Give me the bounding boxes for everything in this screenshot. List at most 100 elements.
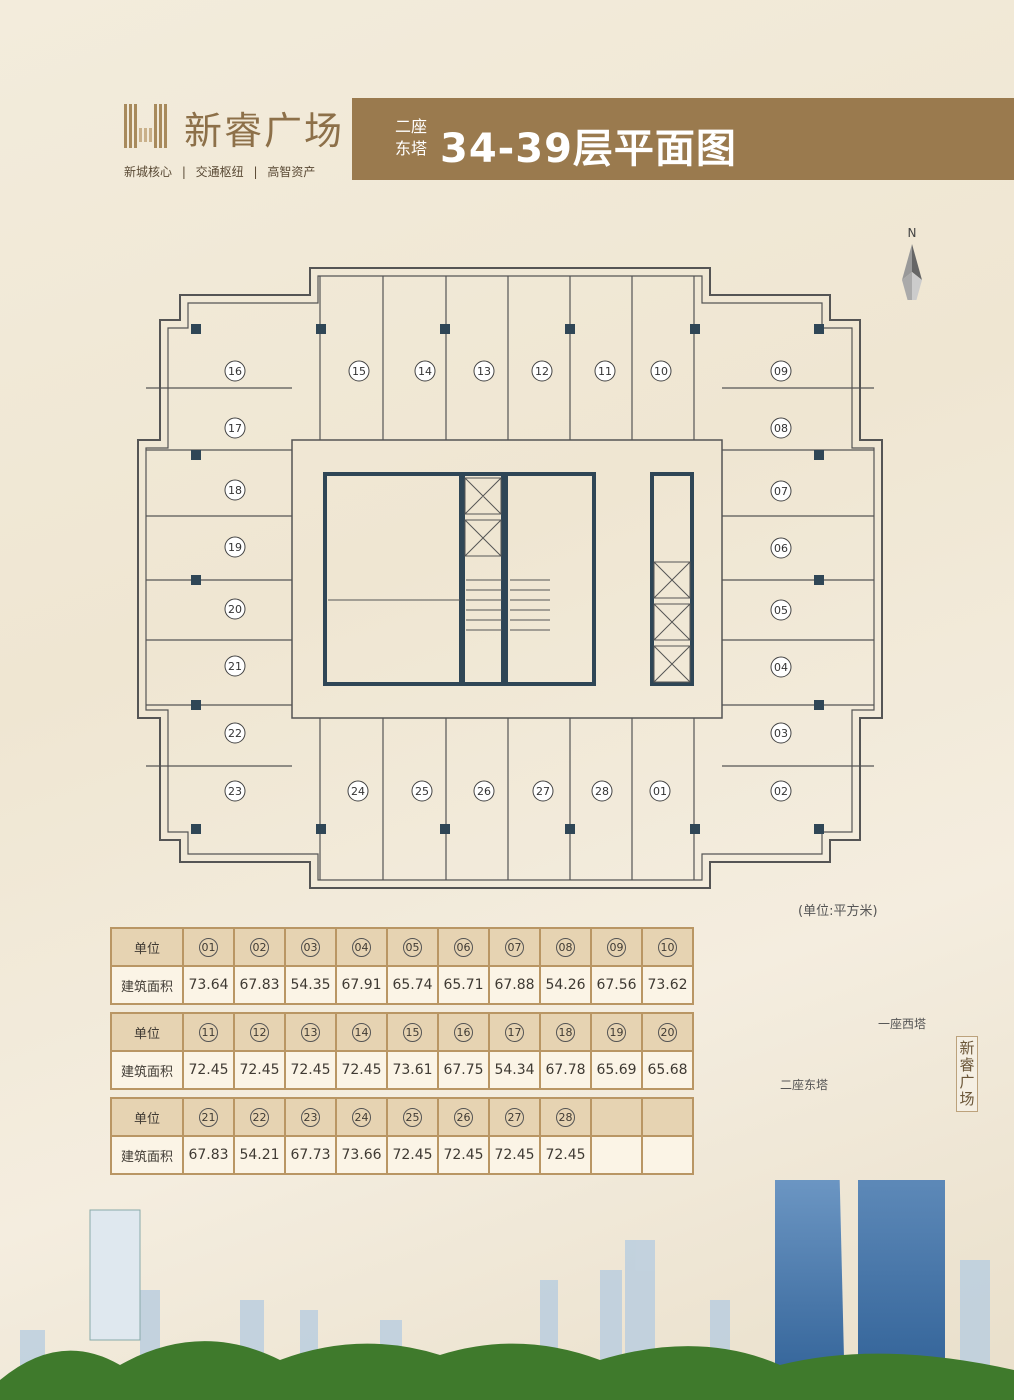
area-value: 72.45: [182, 1050, 235, 1090]
unit-note: (单位:平方米): [798, 904, 878, 919]
unit-number: 08: [556, 937, 575, 957]
unit-number: 21: [199, 1107, 218, 1127]
unit-number: 27: [505, 1107, 524, 1127]
unit-label: 06: [774, 542, 788, 555]
unit-label: 19: [228, 541, 242, 554]
area-value: 67.83: [182, 1135, 235, 1175]
unit-marker: [224, 360, 246, 382]
unit-number: 12: [250, 1022, 269, 1042]
unit-marker: [224, 479, 246, 501]
unit-label: 04: [774, 661, 788, 674]
area-value: 67.83: [233, 965, 286, 1005]
unit-number: 16: [454, 1022, 473, 1042]
building-outline: [137, 267, 883, 889]
area-value: 72.45: [488, 1135, 541, 1175]
unit-label: 13: [477, 365, 491, 378]
unit-label: 12: [535, 365, 549, 378]
unit-label: 02: [774, 785, 788, 798]
page-title: 34-39层平面图: [440, 126, 737, 172]
unit-label: 14: [418, 365, 432, 378]
unit-label: 07: [774, 485, 788, 498]
unit-marker: [224, 655, 246, 677]
unit-marker: [411, 780, 433, 802]
area-value: 67.88: [488, 965, 541, 1005]
unit-number: 19: [607, 1022, 626, 1042]
unit-marker: [770, 480, 792, 502]
unit-marker: [473, 360, 495, 382]
unit-label: 24: [351, 785, 365, 798]
unit-number: 07: [505, 937, 524, 957]
unit-label: 23: [228, 785, 242, 798]
unit-label: 28: [595, 785, 609, 798]
tower-sub-1: 二座: [395, 117, 428, 136]
unit-marker: [770, 780, 792, 802]
unit-number: 09: [607, 937, 626, 957]
unit-label: 05: [774, 604, 788, 617]
area-value: 54.34: [488, 1050, 541, 1090]
unit-label: 11: [598, 365, 612, 378]
unit-number: 14: [352, 1022, 371, 1042]
unit-marker: [770, 417, 792, 439]
unit-marker: [531, 360, 553, 382]
unit-marker: [224, 536, 246, 558]
area-value: 67.91: [335, 965, 388, 1005]
area-value: 72.45: [233, 1050, 286, 1090]
unit-number: 13: [301, 1022, 320, 1042]
east-tower-label: 二座东塔: [780, 1078, 829, 1092]
area-value: 73.66: [335, 1135, 388, 1175]
unit-marker: [594, 360, 616, 382]
unit-number: 20: [658, 1022, 677, 1042]
unit-marker: [224, 598, 246, 620]
unit-label: 08: [774, 422, 788, 435]
area-value: 72.45: [386, 1135, 439, 1175]
west-tower-label: 一座西塔: [878, 1017, 927, 1031]
tower-brand-sign: 新睿广场: [956, 1036, 978, 1112]
unit-marker: [770, 722, 792, 744]
unit-number: 11: [199, 1022, 218, 1042]
unit-marker: [649, 780, 671, 802]
unit-label: 01: [653, 785, 667, 798]
area-value: 67.75: [437, 1050, 490, 1090]
unit-marker: [224, 780, 246, 802]
unit-label: 18: [228, 484, 242, 497]
area-header: 建筑面积: [110, 965, 184, 1005]
area-value: [590, 1135, 643, 1175]
unit-number: 26: [454, 1107, 473, 1127]
unit-number: 15: [403, 1022, 422, 1042]
unit-number: 24: [352, 1107, 371, 1127]
area-value: 72.45: [539, 1135, 592, 1175]
unit-label: 15: [352, 365, 366, 378]
unit-marker: [348, 360, 370, 382]
row-header: 单位: [110, 1097, 184, 1137]
unit-number: 22: [250, 1107, 269, 1127]
unit-marker: [770, 537, 792, 559]
area-value: 67.78: [539, 1050, 592, 1090]
area-value: 65.74: [386, 965, 439, 1005]
area-value: 65.69: [590, 1050, 643, 1090]
unit-marker: [473, 780, 495, 802]
west-tower: [858, 1180, 945, 1400]
sculpture-building: [89, 1209, 141, 1341]
logo-mark: [124, 104, 176, 148]
unit-label: 17: [228, 422, 242, 435]
unit-marker: [414, 360, 436, 382]
unit-label: 09: [774, 365, 788, 378]
unit-number: 10: [658, 937, 677, 957]
area-value: 67.56: [590, 965, 643, 1005]
unit-number: 05: [403, 937, 422, 957]
area-value: 67.73: [284, 1135, 337, 1175]
area-value: 54.26: [539, 965, 592, 1005]
slogan: 新城核心 | 交通枢纽 | 高智资产: [124, 165, 316, 179]
row-header: 单位: [110, 927, 184, 967]
unit-label: 10: [654, 365, 668, 378]
area-value: 65.68: [641, 1050, 694, 1090]
row-header: 单位: [110, 1012, 184, 1052]
area-value: 72.45: [284, 1050, 337, 1090]
unit-label: 20: [228, 603, 242, 616]
title-banner: 二座东塔 34-39层平面图: [352, 98, 1014, 180]
